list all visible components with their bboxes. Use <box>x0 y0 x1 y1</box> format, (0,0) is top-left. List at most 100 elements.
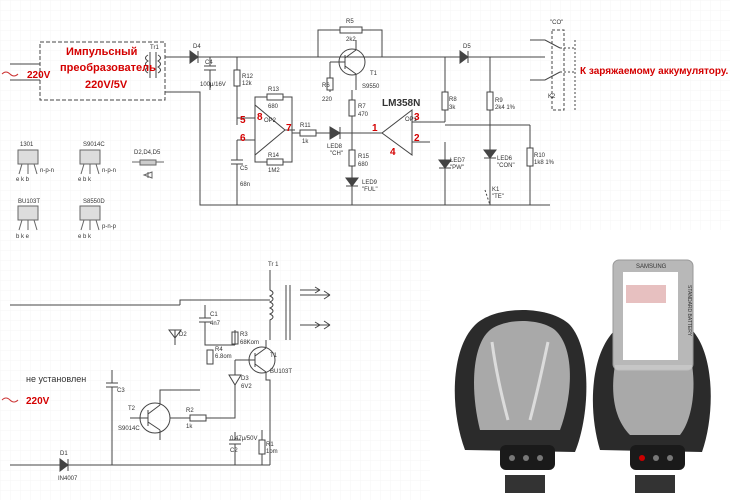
part-label: LED8 <box>327 144 343 150</box>
diode-icon: D2,D4,D5 <box>132 150 164 179</box>
pinout-type: p-n-p <box>102 224 117 230</box>
mains-label-bottom: 220V <box>26 396 50 407</box>
part-value: "PW" <box>450 165 464 171</box>
pinout-pins: e k b <box>16 177 30 183</box>
transistor-s8550-icon: S8550D p-n-p e b k <box>78 199 117 240</box>
part-value: 4n7 <box>210 321 221 327</box>
part-label: OP2 <box>264 118 277 124</box>
pin-label: 1 <box>372 123 378 134</box>
part-label: R14 <box>268 153 280 159</box>
part-value: S9550 <box>362 84 380 90</box>
target-battery-label: К заряжаемому аккумулятору. <box>580 66 729 77</box>
relay-co-label: "CO" <box>550 20 563 26</box>
pin-label: 2 <box>414 133 420 144</box>
part-label: R2 <box>186 408 194 414</box>
part-label: R7 <box>358 104 366 110</box>
part-value: 220 <box>322 97 333 103</box>
part-value: 12k <box>242 81 253 87</box>
part-label: D4 <box>193 44 201 50</box>
part-label: K2 <box>548 94 556 100</box>
part-label: R3 <box>240 332 248 338</box>
converter-line-1: Импульсный <box>66 46 137 58</box>
part-label: LED6 <box>497 156 513 162</box>
part-value: 2k4 1% <box>495 105 516 111</box>
part-label: T1 <box>370 71 378 77</box>
part-label: R12 <box>242 74 254 80</box>
pin-label: 5 <box>240 115 246 126</box>
part-label: Tr 1 <box>268 262 279 268</box>
pin-label: 7 <box>286 123 292 134</box>
part-value: 2k2 <box>346 37 356 43</box>
part-value: 6V2 <box>241 384 252 390</box>
top-circuit <box>1 26 576 206</box>
part-label: Tr1 <box>150 45 159 51</box>
part-value: 6.8om <box>215 354 232 360</box>
part-value: BU103T <box>270 369 292 375</box>
part-value: 1k <box>302 139 309 145</box>
part-value: 1k8 1% <box>534 160 555 166</box>
part-label: R4 <box>215 347 223 353</box>
part-label: C1 <box>210 312 218 318</box>
converter-line-3: 220V/5V <box>85 79 128 91</box>
part-value: 1k <box>186 424 193 430</box>
pinout-name: 1301 <box>20 142 34 148</box>
part-value: 0.47μ/50V <box>230 436 257 442</box>
part-value: "TE" <box>492 194 504 200</box>
part-value: 680 <box>268 104 279 110</box>
transistor-s9014-icon: S9014C n-p-n e b k <box>78 142 116 183</box>
pinout-type: n-p-n <box>102 168 116 174</box>
transistor-1301-icon: 1301 n-p-n e k b <box>16 142 54 183</box>
part-label: K1 <box>492 187 500 193</box>
part-value: 68Kom <box>240 340 259 346</box>
charger-photo: SAMSUNG STANDARD BATTERY <box>430 230 730 500</box>
part-label: R10 <box>534 153 546 159</box>
part-label: R9 <box>495 98 503 104</box>
part-value: IN4007 <box>58 476 78 482</box>
pinout-name: S8550D <box>83 199 105 205</box>
pinout-name: BU103T <box>18 199 40 205</box>
converter-line-2: преобразователь <box>60 62 156 74</box>
part-label: C2 <box>230 448 238 454</box>
part-label: C5 <box>240 166 248 172</box>
part-value: 1M2 <box>268 168 280 174</box>
part-label: OP1 <box>405 117 418 123</box>
part-value: 680 <box>358 162 369 168</box>
pinout-type: n-p-n <box>40 168 54 174</box>
pinout-legend: 1301 n-p-n e k b S9014C n-p-n e b k D2,D… <box>16 142 164 240</box>
part-value: 3k <box>449 105 456 111</box>
part-value: 1om <box>266 449 278 455</box>
pinout-pins: e b k <box>78 234 92 240</box>
bottom-component-labels: Tr 1 C1 4n7 D2 R3 68Kom R4 6.8om T1 BU10… <box>58 262 292 482</box>
mains-label-top: 220V <box>27 70 51 81</box>
part-label: R11 <box>300 123 311 129</box>
part-label: D1 <box>60 451 68 457</box>
part-value: 100μ/16V <box>200 82 226 88</box>
part-label: R1 <box>266 442 274 448</box>
part-label: R6 <box>322 83 330 89</box>
part-label: C4 <box>205 60 213 66</box>
charger-right-image: SAMSUNG STANDARD BATTERY <box>592 259 711 493</box>
pinout-pins: e b k <box>78 177 92 183</box>
part-label: D2 <box>179 332 187 338</box>
part-value: "CON" <box>497 163 515 169</box>
part-label: D5 <box>463 44 471 50</box>
opamp-label: LM358N <box>382 98 420 109</box>
bottom-circuit <box>1 270 331 472</box>
part-label: R13 <box>268 87 280 93</box>
pin-label: 4 <box>390 147 396 158</box>
transistor-bu103-icon: BU103T b k e <box>16 199 40 240</box>
part-value: 68n <box>240 182 250 188</box>
pinout-pins: b k e <box>16 234 30 240</box>
part-label: R5 <box>346 19 354 25</box>
part-label: D3 <box>241 376 249 382</box>
charger-left-image <box>454 310 587 493</box>
part-label: R8 <box>449 97 457 103</box>
part-value: 470 <box>358 112 369 118</box>
part-label: C3 <box>117 388 125 394</box>
pin-label: 8 <box>257 112 263 123</box>
pin-label: 3 <box>414 112 420 123</box>
part-label: T1 <box>270 353 278 359</box>
part-label: R15 <box>358 154 370 160</box>
pinout-name: D2,D4,D5 <box>134 150 161 156</box>
